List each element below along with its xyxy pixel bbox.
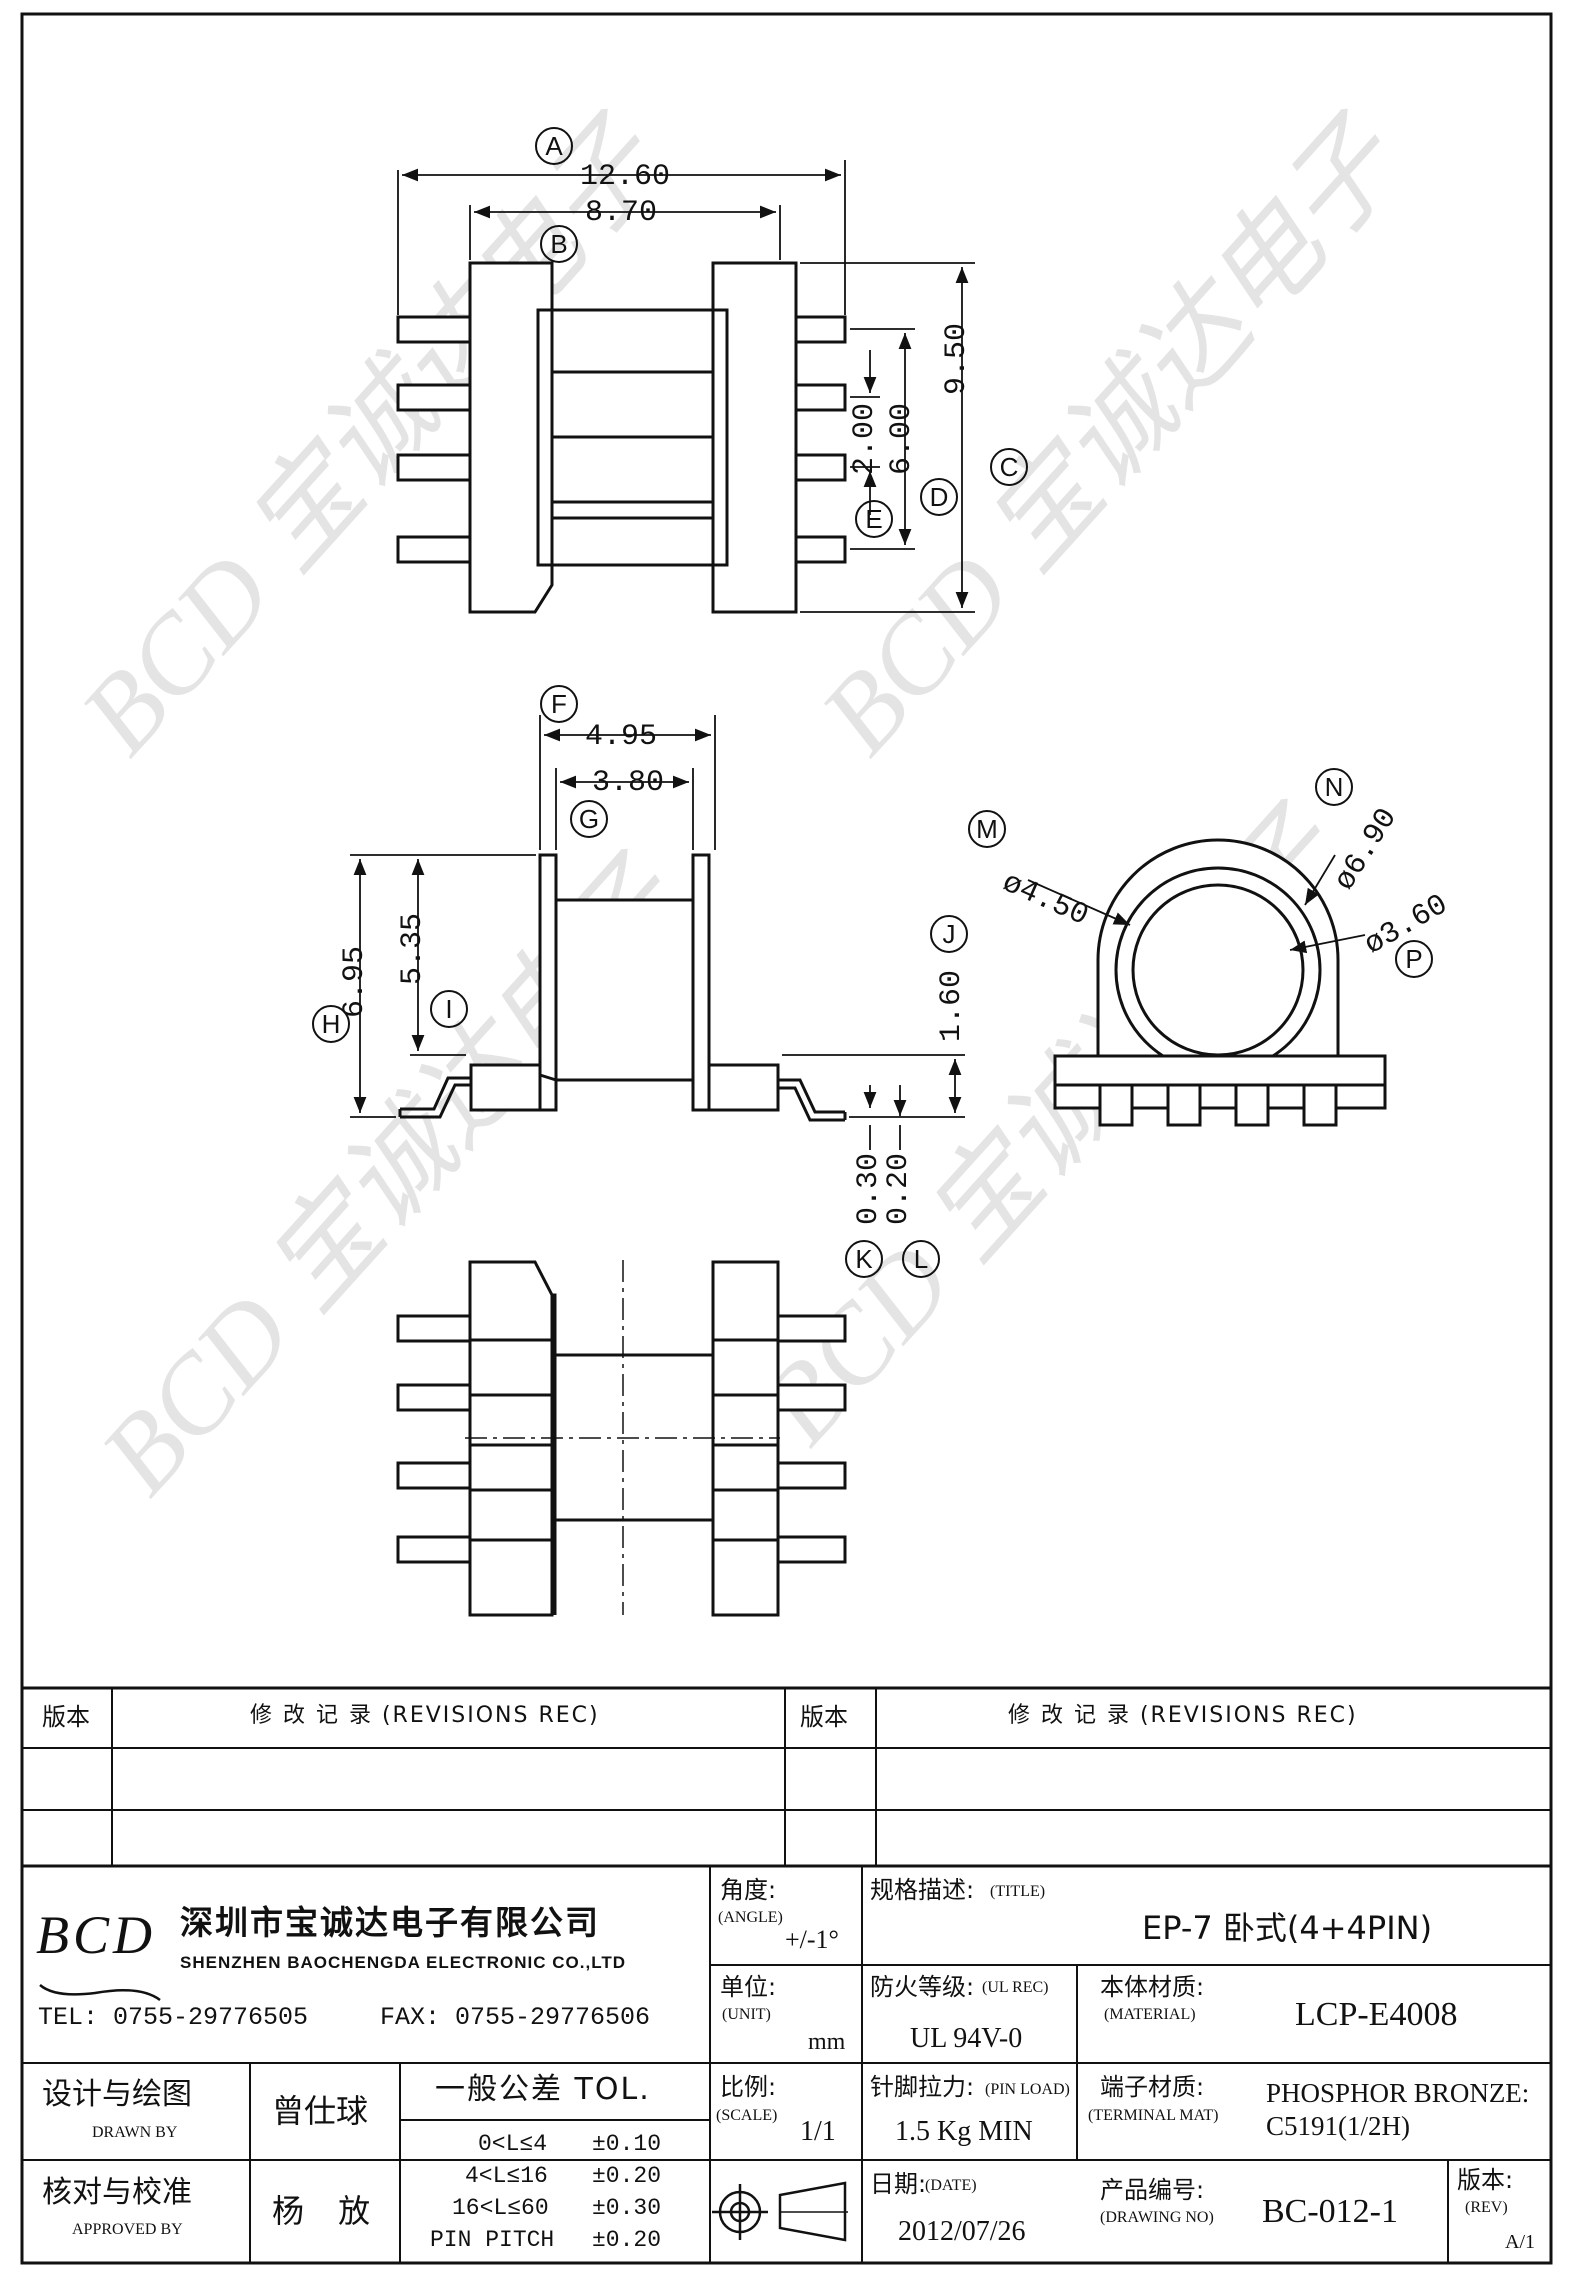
drawing-no-sub: (DRAWING NO)	[1100, 2209, 1214, 2226]
top-view-dimensions	[397, 160, 975, 613]
dim-d-value: 6.00	[885, 402, 919, 475]
material-sub: (MATERIAL)	[1104, 2006, 1196, 2023]
rev-sub: (REV)	[1465, 2199, 1508, 2216]
pin-load-sub: (PIN LOAD)	[985, 2081, 1070, 2098]
scale-sub: (SCALE)	[716, 2107, 778, 2124]
dim-i-value: 5.35	[396, 912, 430, 985]
callout-a: A	[535, 127, 573, 165]
title-label: 规格描述:	[870, 1876, 975, 1904]
tolerance-title: 一般公差 TOL.	[435, 2072, 651, 2107]
approved-label: 核对与校准	[42, 2175, 192, 2210]
callout-i: I	[430, 990, 468, 1028]
revision-left-record-header: 修 改 记 录 (REVISIONS REC)	[250, 1703, 600, 1728]
projection-symbol	[712, 2181, 848, 2242]
title-sub: (TITLE)	[990, 1883, 1046, 1900]
drawn-label: 设计与绘图	[42, 2077, 192, 2112]
dim-k-value: 0.30	[852, 1152, 886, 1225]
end-view	[1053, 838, 1387, 1127]
dim-e-value: 2.00	[848, 402, 882, 475]
unit-sub: (UNIT)	[722, 2006, 771, 2023]
callout-g: G	[570, 800, 608, 838]
dim-b-value: 8.70	[585, 196, 658, 230]
callout-m: M	[968, 810, 1006, 848]
company-name-en: SHENZHEN BAOCHENGDA ELECTRONIC CO.,LTD	[180, 1953, 626, 1972]
drawing-no-label: 产品编号:	[1100, 2176, 1205, 2204]
angle-sub: (ANGLE)	[718, 1909, 783, 1926]
unit-label: 单位:	[720, 1973, 777, 2001]
title-block-lines	[22, 1686, 1551, 2263]
terminal-sub: (TERMINAL MAT)	[1088, 2107, 1219, 2124]
end-view-dimensions	[1027, 854, 1366, 954]
scale-label: 比例:	[720, 2073, 777, 2101]
scale-value: 1/1	[800, 2116, 836, 2147]
approved-value: 杨 放	[272, 2192, 383, 2230]
angle-value: +/-1°	[785, 1925, 839, 1954]
angle-label: 角度:	[720, 1876, 777, 1904]
rev-label: 版本:	[1457, 2166, 1514, 2194]
rev-value: A/1	[1505, 2231, 1535, 2253]
terminal-label: 端子材质:	[1100, 2073, 1205, 2101]
ul-value: UL 94V-0	[910, 2023, 1023, 2054]
callout-p: P	[1395, 940, 1433, 978]
tol-range-2: 4<L≤16	[465, 2163, 548, 2189]
callout-b: B	[540, 225, 578, 263]
top-view	[396, 261, 847, 614]
material-label: 本体材质:	[1100, 1973, 1205, 2001]
dim-f-value: 4.95	[585, 720, 658, 754]
callout-k: K	[845, 1240, 883, 1278]
dim-c-value: 9.50	[940, 322, 974, 395]
sheet-border	[20, 12, 1553, 2265]
callout-d: D	[920, 478, 958, 516]
tol-range-3: 16<L≤60	[452, 2195, 549, 2221]
ul-label: 防火等级:	[870, 1973, 975, 2001]
dim-a-value: 12.60	[580, 160, 671, 194]
side-view-dimensions	[350, 715, 965, 1150]
callout-f: F	[540, 685, 578, 723]
title-value: EP-7 卧式(4+4PIN)	[1142, 1909, 1433, 1947]
company-name-cn: 深圳市宝诚达电子有限公司	[180, 1903, 600, 1942]
tol-value-3: ±0.30	[592, 2195, 662, 2221]
revision-left-version-header: 版本	[42, 1703, 90, 1731]
drawn-value: 曾仕球	[272, 2092, 369, 2130]
drawing-no-value: BC-012-1	[1262, 2193, 1398, 2230]
terminal-value-line1: PHOSPHOR BRONZE:	[1266, 2078, 1530, 2108]
date-value: 2012/07/26	[898, 2216, 1026, 2247]
drawn-sub: DRAWN BY	[92, 2124, 178, 2141]
callout-n: N	[1315, 768, 1353, 806]
date-label: 日期:	[870, 2170, 927, 2198]
dim-l-value: 0.20	[882, 1152, 916, 1225]
company-logo-text: BCD	[36, 1905, 156, 1965]
tol-value-1: ±0.10	[592, 2131, 662, 2157]
tol-value-2: ±0.20	[592, 2163, 662, 2189]
revision-right-version-header: 版本	[800, 1703, 848, 1731]
side-view	[398, 853, 847, 1122]
tol-range-1: 0<L≤4	[478, 2131, 548, 2157]
revision-right-record-header: 修 改 记 录 (REVISIONS REC)	[1008, 1703, 1358, 1728]
callout-l: L	[902, 1240, 940, 1278]
dim-h-value: 6.95	[338, 945, 372, 1018]
ul-sub: (UL REC)	[982, 1979, 1049, 1996]
unit-value: mm	[808, 2029, 846, 2055]
pin-load-label: 针脚拉力:	[870, 2073, 975, 2101]
callout-e: E	[855, 500, 893, 538]
callout-h: H	[312, 1005, 350, 1043]
terminal-value-line2: C5191(1/2H)	[1266, 2111, 1410, 2141]
company-logo	[39, 1984, 161, 2002]
date-sub: (DATE)	[925, 2177, 977, 2194]
dim-g-value: 3.80	[592, 766, 665, 800]
material-value: LCP-E4008	[1295, 1996, 1458, 2033]
callout-c: C	[990, 448, 1028, 486]
tol-range-4: PIN PITCH	[430, 2227, 555, 2253]
callout-j: J	[930, 915, 968, 953]
tol-value-4: ±0.20	[592, 2227, 662, 2253]
company-tel: TEL: 0755-29776505	[38, 2003, 309, 2032]
pin-load-value: 1.5 Kg MIN	[895, 2116, 1033, 2147]
approved-sub: APPROVED BY	[72, 2221, 183, 2238]
company-fax: FAX: 0755-29776506	[380, 2003, 651, 2032]
dim-j-value: 1.60	[935, 969, 969, 1042]
